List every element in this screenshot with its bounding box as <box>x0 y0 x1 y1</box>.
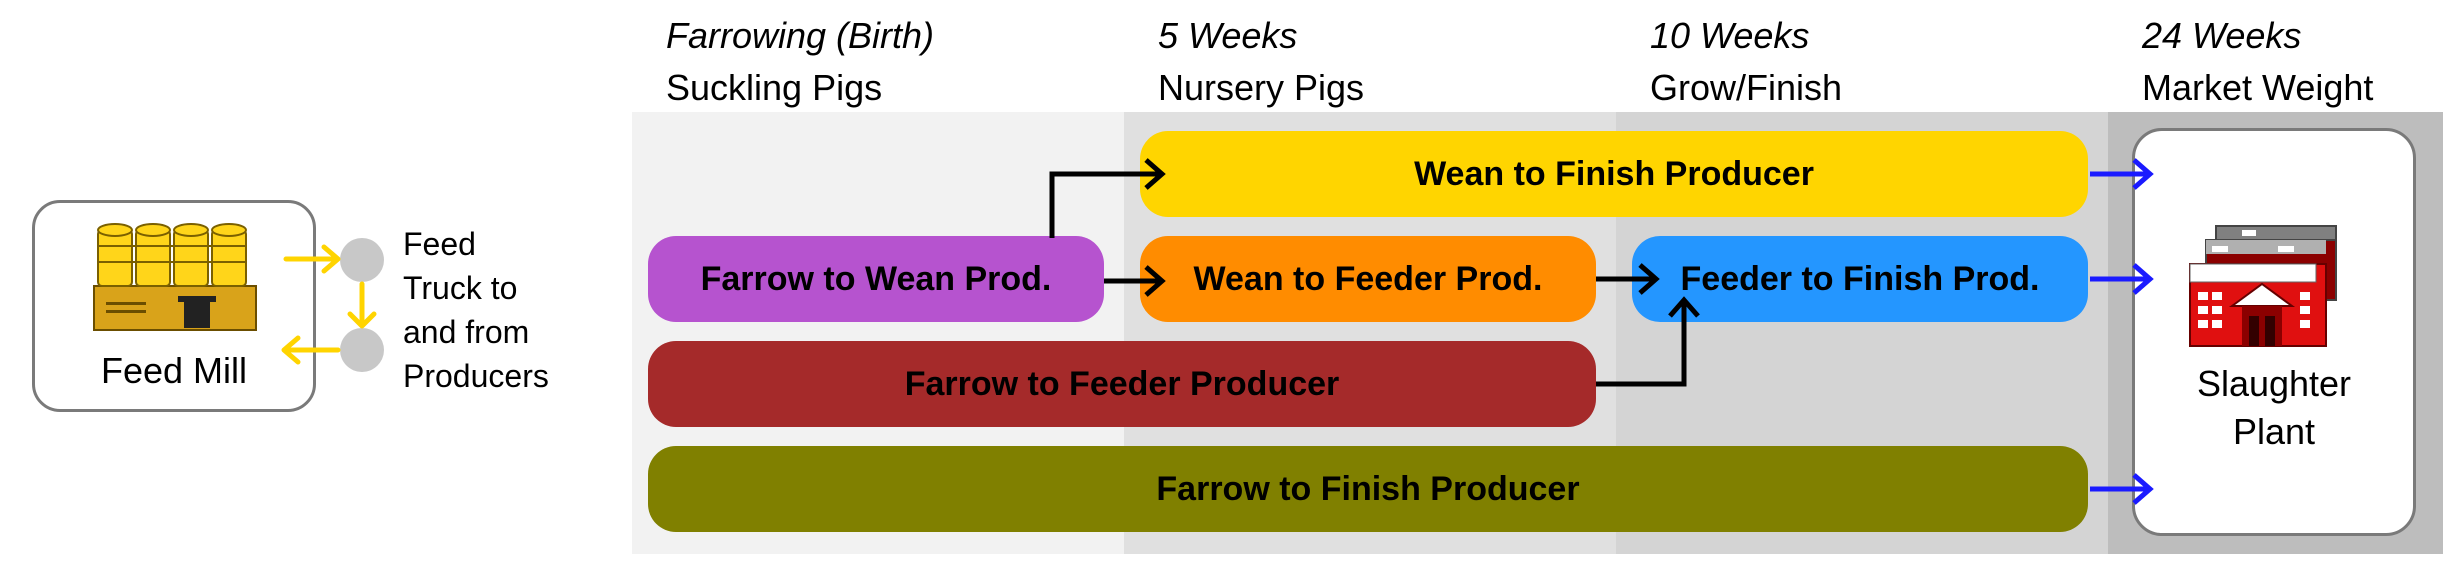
feed-truck-label: Feed Truck to and from Producers <box>403 222 549 398</box>
feed-truck-line: Producers <box>403 358 549 394</box>
slaughter-plant-line: Plant <box>2232 411 2316 452</box>
stage-header-grow-finish: 10 Weeks Grow/Finish <box>1650 10 1842 114</box>
bar-label: Farrow to Finish Producer <box>1156 469 1580 508</box>
slaughter-plant-icon <box>2182 222 2362 357</box>
farrow-to-feeder-producer-bar: Farrow to Feeder Producer <box>648 341 1596 427</box>
stage-header-suckling: Farrowing (Birth) Suckling Pigs <box>666 10 934 114</box>
stage-name: Grow/Finish <box>1650 67 1843 108</box>
farrow-to-wean-producer-bar: Farrow to Wean Prod. <box>648 236 1104 322</box>
farrow-to-finish-producer-bar: Farrow to Finish Producer <box>648 446 2088 532</box>
stage-name: Suckling Pigs <box>666 67 883 108</box>
feed-mill-label: Feed Mill <box>100 350 248 391</box>
stage-timing: 24 Weeks <box>2142 15 2302 56</box>
stage-name: Market Weight <box>2142 67 2374 108</box>
feeder-to-finish-producer-bar: Feeder to Finish Prod. <box>1632 236 2088 322</box>
feed-truck-line: Truck to <box>403 270 518 306</box>
slaughter-plant-label: Slaughter Plant <box>2132 360 2416 456</box>
bar-label: Farrow to Feeder Producer <box>904 364 1340 403</box>
bar-label: Wean to Feeder Prod. <box>1193 259 1543 298</box>
bar-label: Wean to Finish Producer <box>1414 154 1814 193</box>
stage-timing: Farrowing (Birth) <box>666 15 935 56</box>
feed-truck-dot-top <box>340 238 384 282</box>
stage-timing: 10 Weeks <box>1650 15 1810 56</box>
stage-header-market: 24 Weeks Market Weight <box>2142 10 2373 114</box>
stage-name: Nursery Pigs <box>1158 67 1365 108</box>
wean-to-finish-producer-bar: Wean to Finish Producer <box>1140 131 2088 217</box>
feed-arrow-truck-down <box>347 281 377 329</box>
feed-truck-line: Feed <box>403 226 476 262</box>
bar-label: Feeder to Finish Prod. <box>1680 259 2040 298</box>
slaughter-plant-line: Slaughter <box>2196 363 2352 404</box>
stage-timing: 5 Weeks <box>1158 15 1298 56</box>
bar-label: Farrow to Wean Prod. <box>700 259 1052 298</box>
stage-header-nursery: 5 Weeks Nursery Pigs <box>1158 10 1364 114</box>
feed-mill-icon <box>92 222 258 339</box>
feed-truck-dot-bottom <box>340 328 384 372</box>
wean-to-feeder-producer-bar: Wean to Feeder Prod. <box>1140 236 1596 322</box>
feed-truck-line: and from <box>403 314 530 350</box>
